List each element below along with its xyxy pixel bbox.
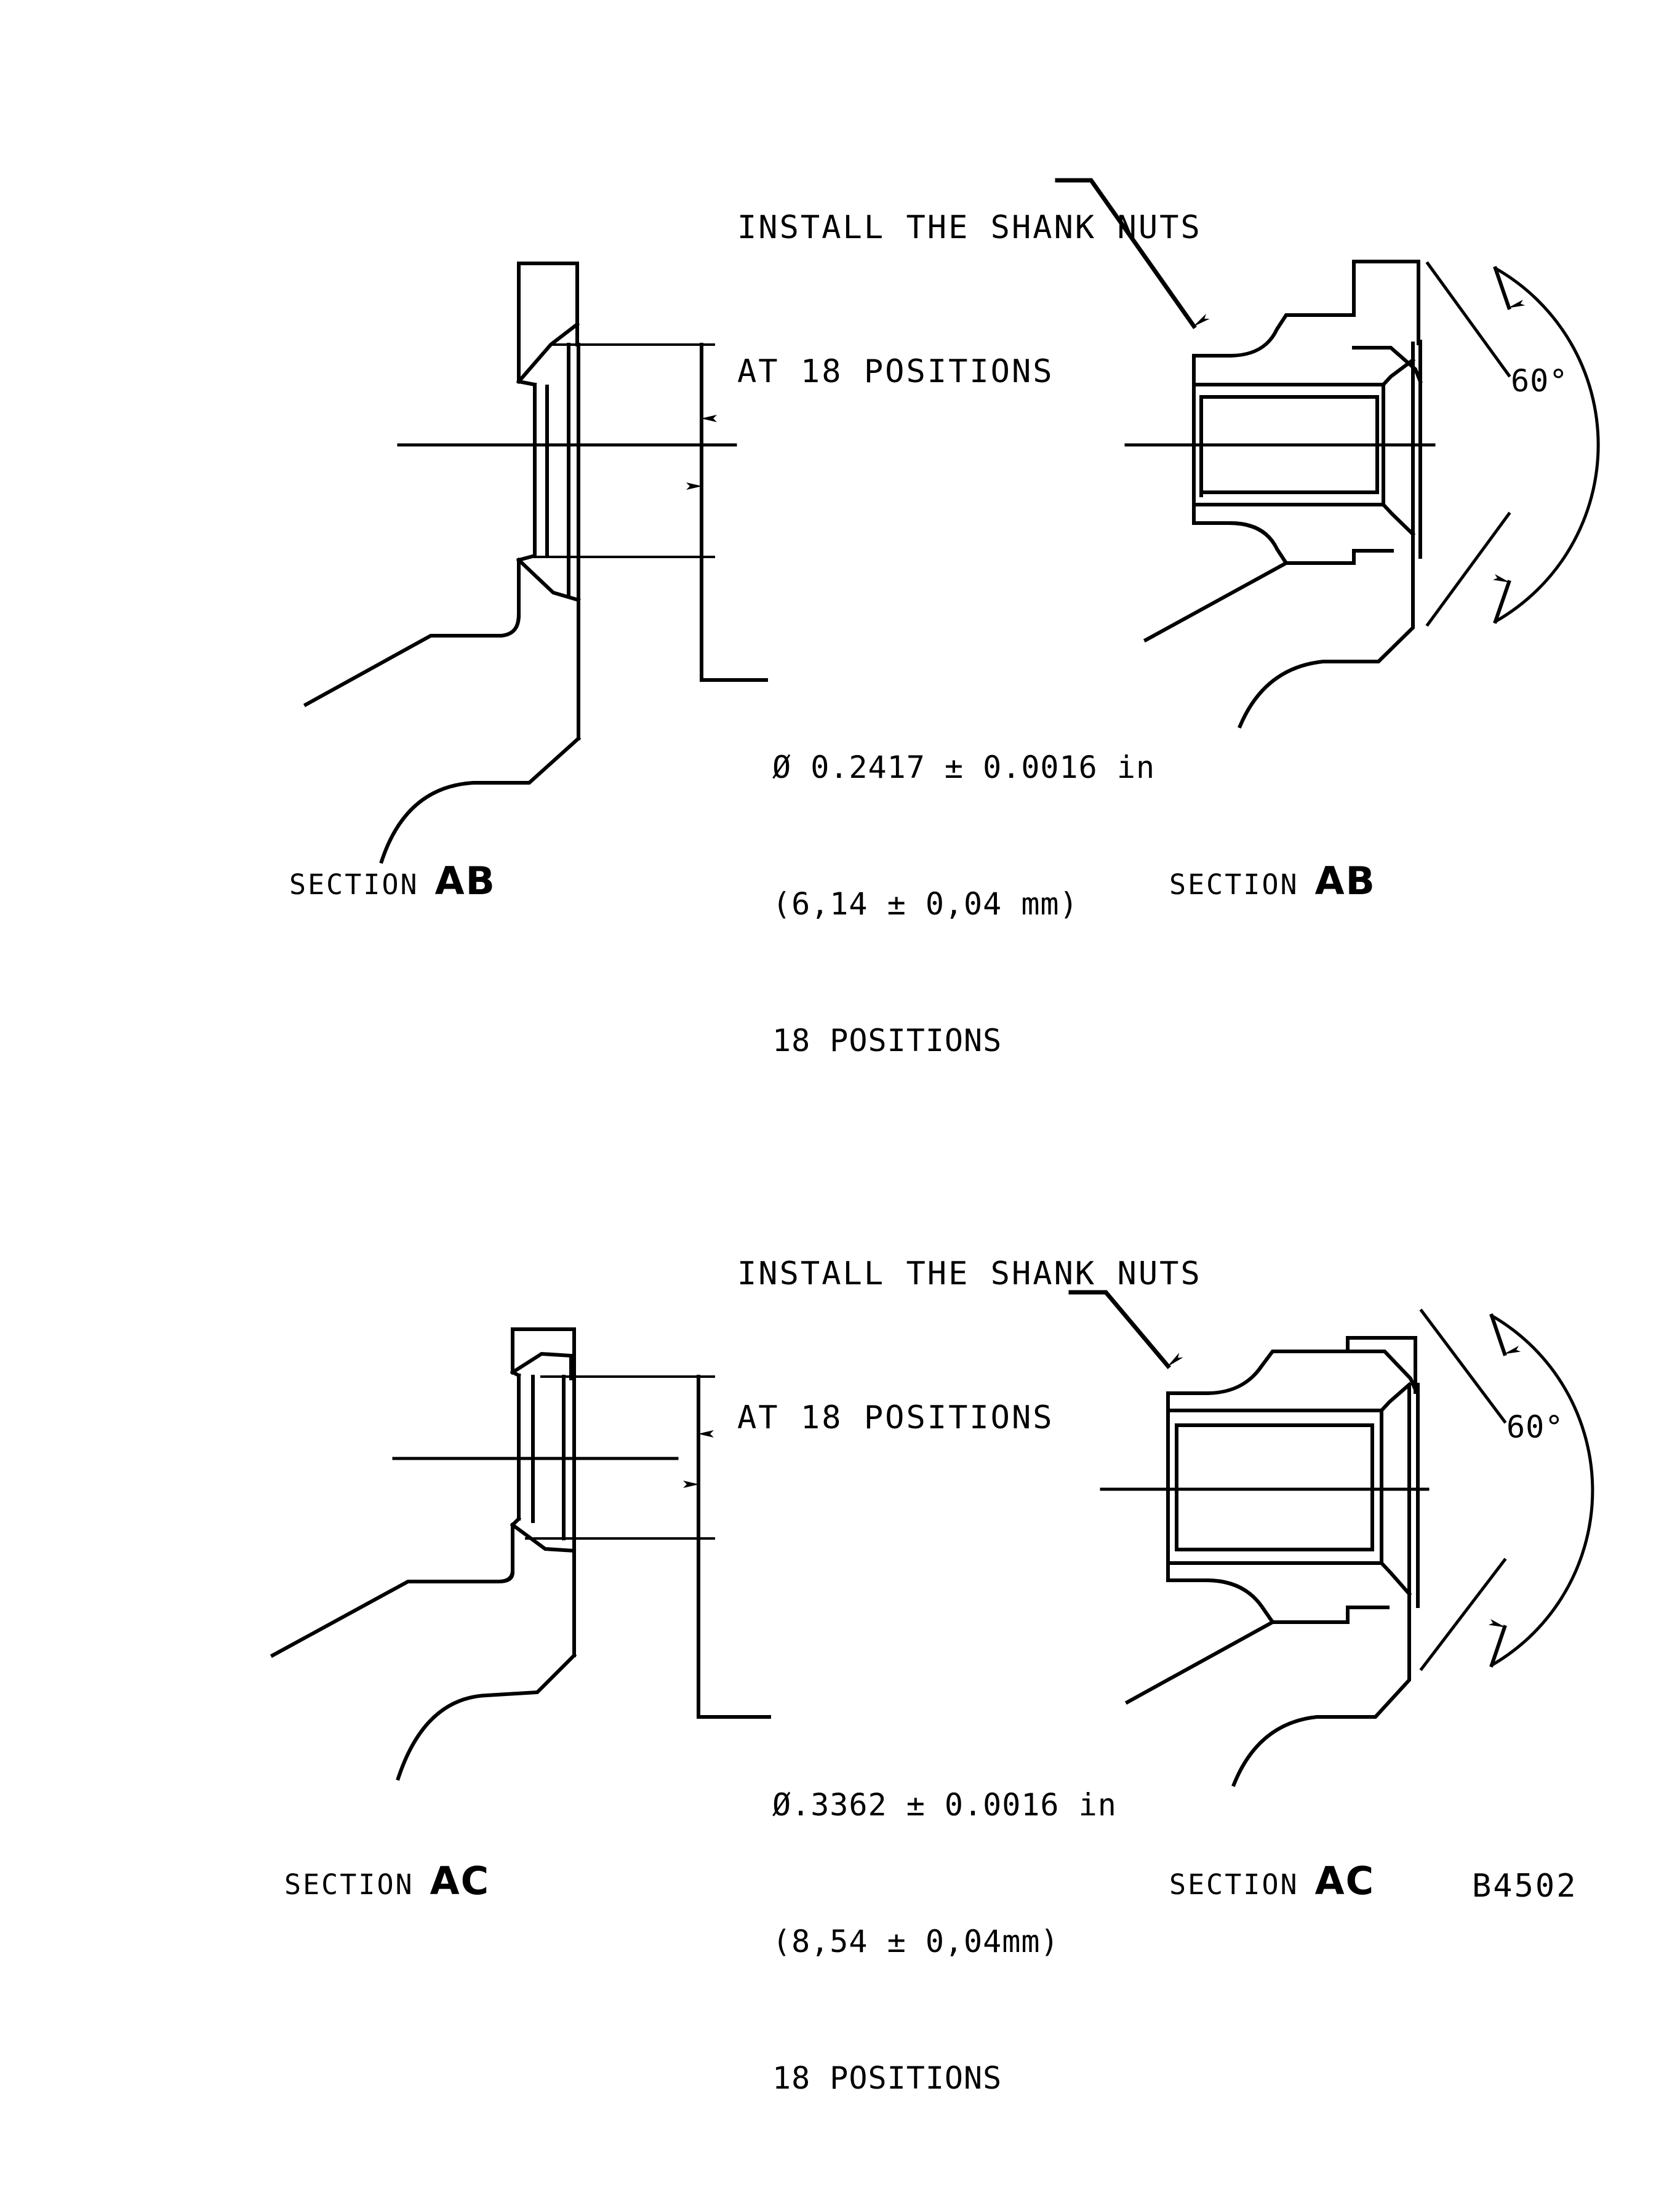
nut-upper-taper [1352, 346, 1423, 384]
angle-leg-upper [1419, 1308, 1507, 1424]
taper-lower-edge [1378, 1560, 1412, 1597]
section-id: AB [434, 858, 496, 903]
section-word: SECTION [289, 868, 419, 901]
nut-bottom-relief [1228, 521, 1356, 565]
taper-upper-edge [1380, 357, 1416, 388]
angle-arrow-upper [1489, 1313, 1521, 1356]
body-right-profile [396, 1652, 577, 1781]
section-label-lower-right: SECTION AC [1169, 1858, 1375, 1903]
body-right-profile [379, 735, 582, 864]
sheet-code-label: B4502 [1472, 1868, 1578, 1905]
angle-leg-lower [1419, 1558, 1507, 1671]
lower-dim-line-1: Ø.3362 ± 0.0016 in [772, 1787, 1117, 1823]
nut-top-relief-upper [1228, 313, 1356, 358]
lower-dim-line-2: (8,54 ± 0,04mm) [772, 1924, 1060, 1959]
lower-dimension-note: Ø.3362 ± 0.0016 in (8,54 ± 0,04mm) 18 PO… [772, 1691, 1117, 2192]
section-label-lower-left: SECTION AC [284, 1858, 490, 1903]
nut-bottom-relief [1205, 1578, 1350, 1624]
nut-upper-taper [1346, 1350, 1418, 1392]
nut-top-relief-upper [1205, 1350, 1350, 1396]
body-diagonal-left [1143, 560, 1289, 643]
angle-arc [1493, 266, 1600, 624]
section-id: AC [1314, 1858, 1375, 1903]
lower-callout-leader [1068, 1290, 1183, 1369]
drawing-sheet: INSTALL THE SHANK NUTS AT 18 POSITIONS Ø… [270, 108, 1600, 2096]
lower-callout-line-1: INSTALL THE SHANK NUTS [737, 1255, 1202, 1292]
upper-callout-line-1: INSTALL THE SHANK NUTS [737, 209, 1202, 246]
section-word: SECTION [1169, 868, 1299, 901]
lower-callout-note: INSTALL THE SHANK NUTS AT 18 POSITIONS [737, 1154, 1202, 1538]
upper-dim-line-2: (6,14 ± 0,04 mm) [772, 886, 1079, 922]
taper-upper-edge [1378, 1382, 1412, 1414]
body-lower-right-profile [1231, 1598, 1411, 1787]
bottom-chamfer [516, 557, 581, 602]
body-left-profile [270, 1570, 515, 1658]
bottom-chamfer [510, 1522, 577, 1553]
upper-callout-line-2: AT 18 POSITIONS [737, 353, 1054, 390]
section-id: AB [1314, 858, 1376, 903]
upper-callout-note: INSTALL THE SHANK NUTS AT 18 POSITIONS [737, 108, 1202, 492]
lower-right-nut-view [1100, 1308, 1594, 1787]
body-left-profile [303, 613, 521, 708]
body-lower-right-profile [1238, 552, 1415, 729]
taper-lower-edge [1380, 502, 1416, 537]
upper-dim-line-3: 18 POSITIONS [772, 1023, 1002, 1058]
upper-left-section-view [303, 262, 768, 864]
upper-right-nut-view [1124, 260, 1600, 729]
lower-dim-line-3: 18 POSITIONS [772, 2060, 1002, 2096]
top-chamfer [516, 321, 580, 385]
section-label-upper-left: SECTION AB [289, 858, 496, 903]
section-word: SECTION [284, 1868, 414, 1901]
lower-left-section-view [270, 1327, 771, 1781]
body-diagonal-left [1124, 1619, 1276, 1705]
angle-arc [1489, 1313, 1594, 1668]
lower-callout-line-2: AT 18 POSITIONS [737, 1399, 1054, 1436]
dim-leader-line [700, 343, 768, 682]
angle-arrow-lower [1488, 1618, 1507, 1668]
dim-leader-line [697, 1375, 771, 1719]
section-label-upper-right: SECTION AB [1169, 858, 1376, 903]
angle-leg-upper [1425, 261, 1511, 378]
upper-angle-label: 60° [1511, 363, 1569, 399]
upper-dimension-note: Ø 0.2417 ± 0.0016 in (6,14 ± 0,04 mm) 18… [772, 654, 1155, 1154]
bore-top-fillet [510, 1369, 522, 1378]
lower-angle-label: 60° [1506, 1409, 1564, 1445]
section-word: SECTION [1169, 1868, 1299, 1901]
upper-callout-leader [1055, 178, 1210, 329]
angle-arrow-upper [1493, 266, 1526, 310]
angle-leg-lower [1425, 511, 1511, 627]
section-id: AC [430, 1858, 490, 1903]
technical-drawing-canvas [270, 178, 1600, 1787]
upper-dim-line-1: Ø 0.2417 ± 0.0016 in [772, 750, 1156, 785]
angle-arrow-lower [1492, 574, 1511, 624]
callout-leader-line [1055, 178, 1210, 329]
top-chamfer [510, 1351, 574, 1375]
bore-top-left-fillet [516, 379, 537, 387]
callout-leader-line [1068, 1290, 1183, 1369]
